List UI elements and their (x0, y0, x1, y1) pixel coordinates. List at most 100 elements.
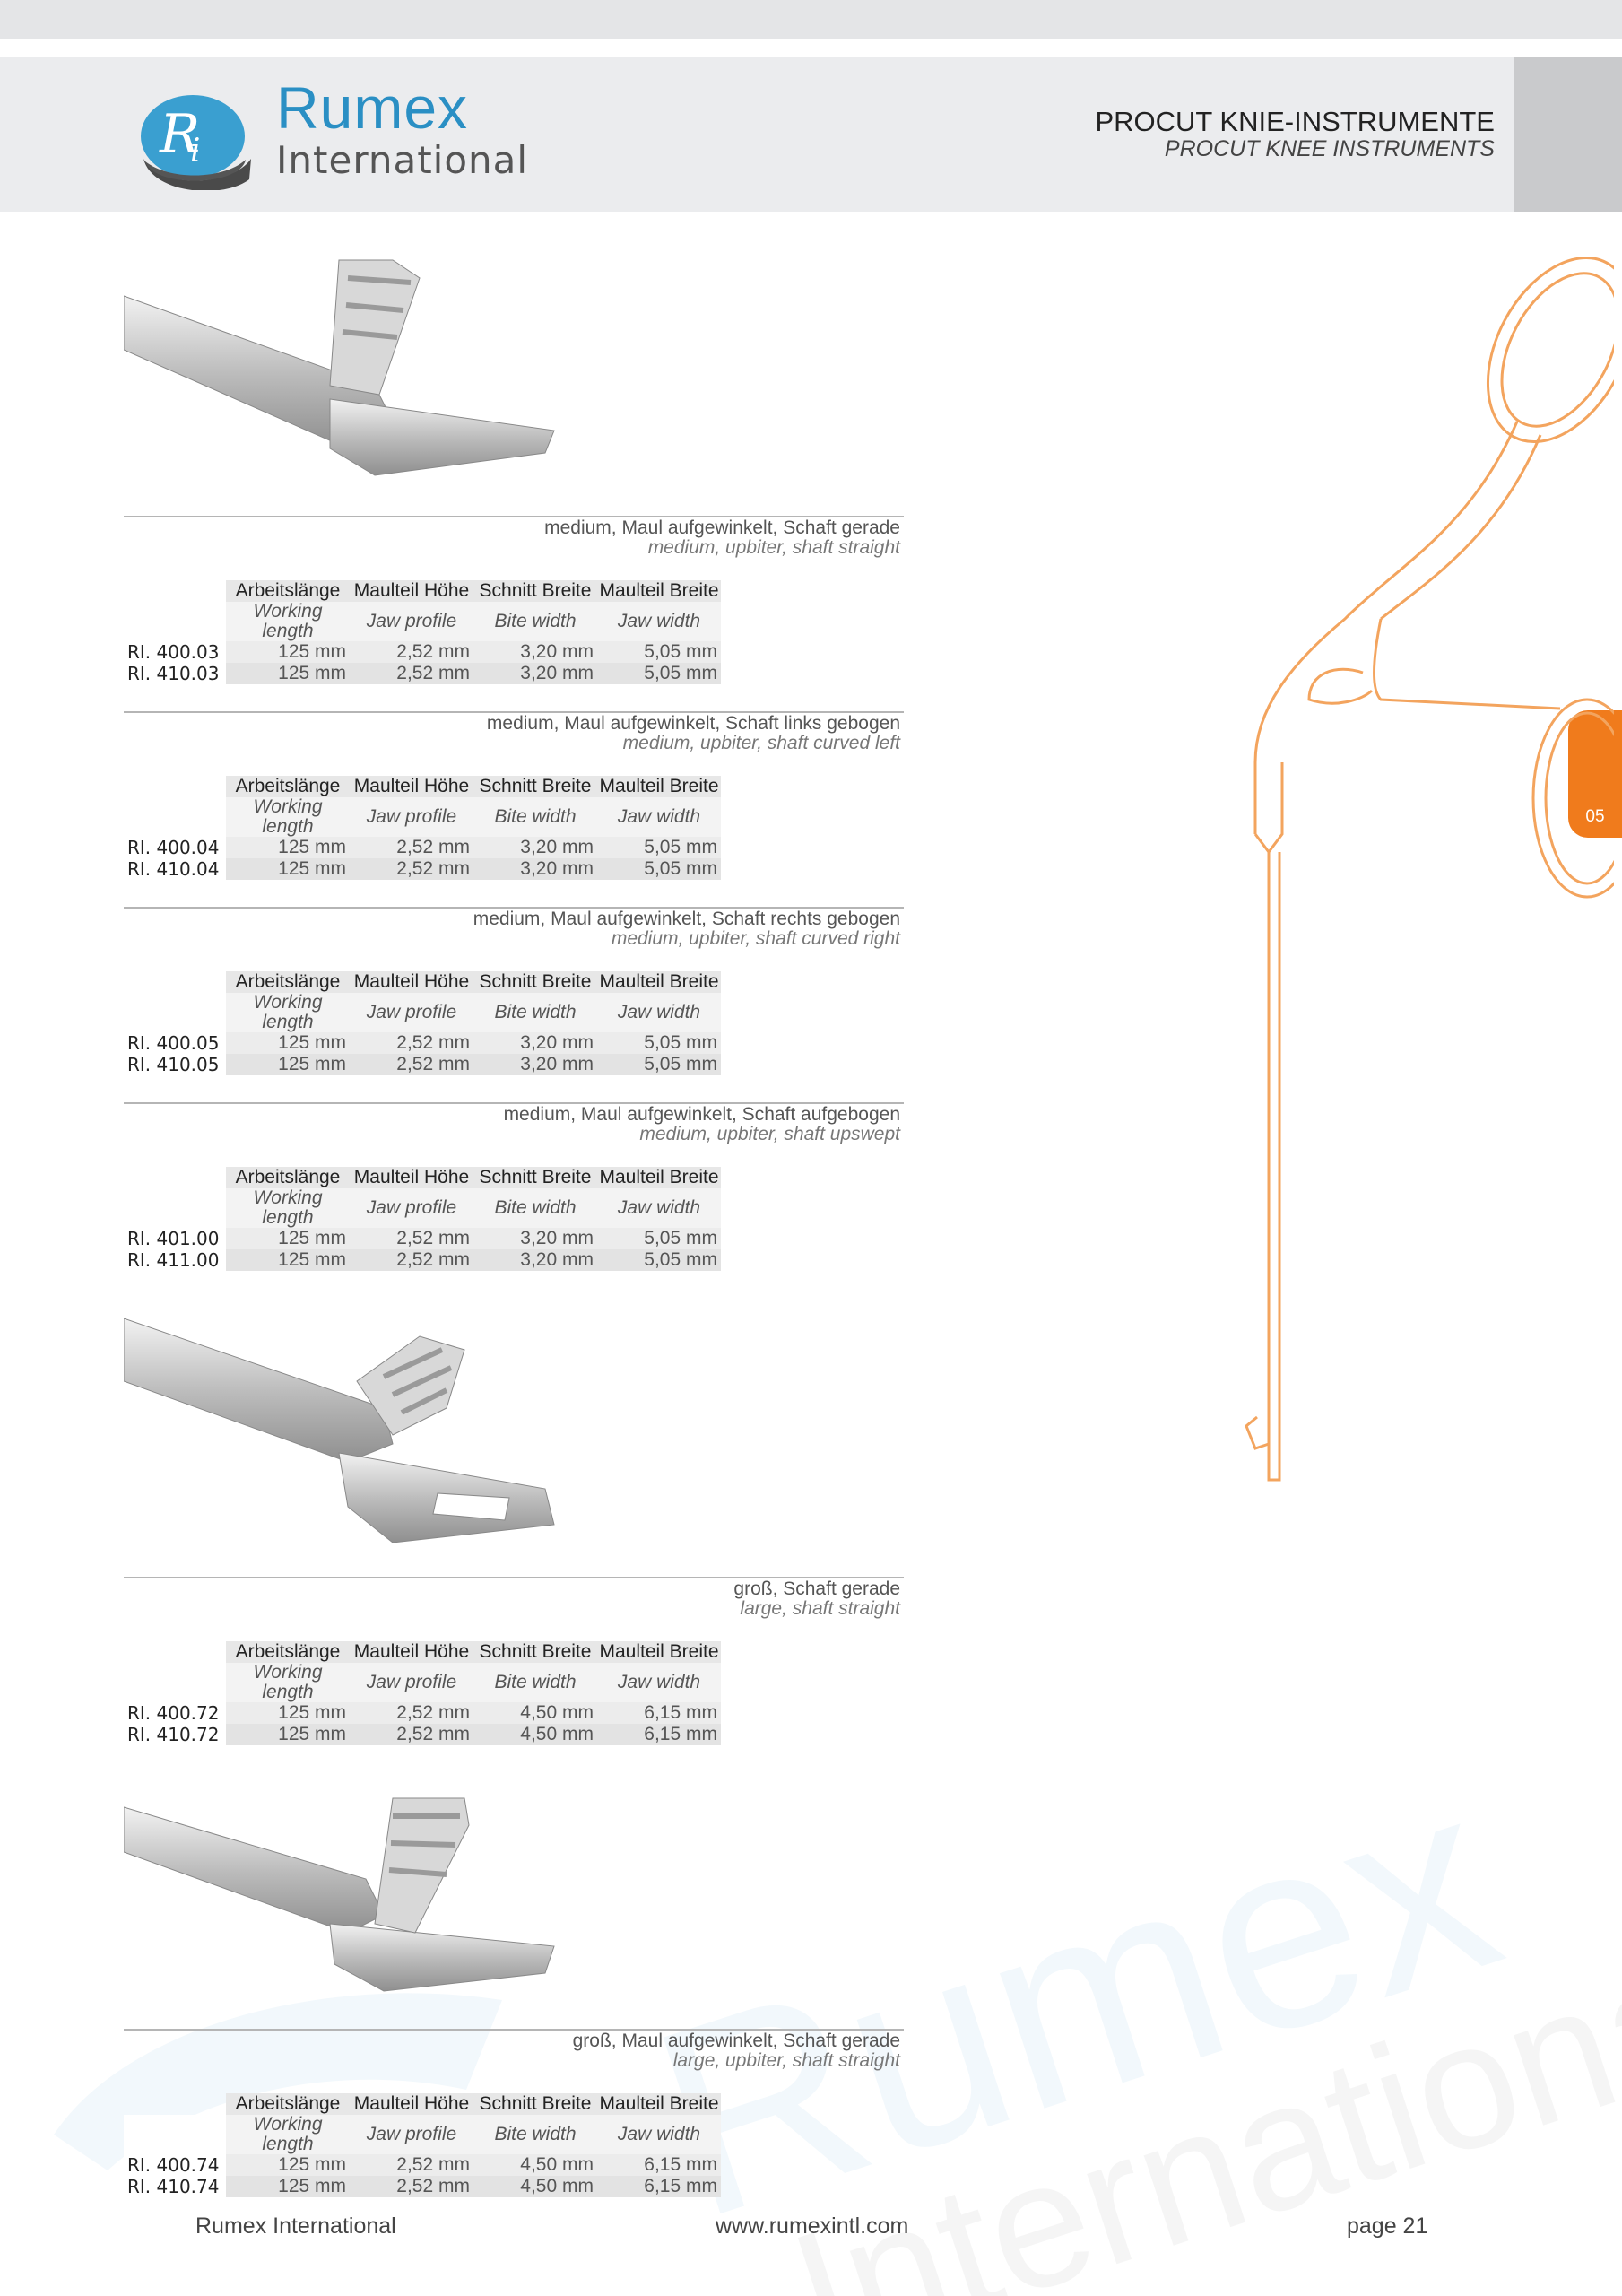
article-code: RI. 411.00 (124, 1249, 226, 1271)
col-header-de: Maulteil Breite (597, 971, 721, 993)
header-tab-block (1514, 57, 1622, 212)
cell: 125 mm (226, 1054, 350, 1075)
cell: 4,50 mm (473, 2154, 597, 2176)
table-row: RI. 400.04 125 mm 2,52 mm 3,20 mm 5,05 m… (124, 837, 721, 858)
col-header-en: Jaw profile (350, 2115, 473, 2154)
col-header-en: Bite width (473, 797, 597, 837)
col-header-en: Working length (226, 602, 350, 641)
col-header-en: Jaw width (597, 1188, 721, 1228)
chapter-tab-label: 05 (1585, 807, 1605, 826)
table-row: RI. 410.04 125 mm 2,52 mm 3,20 mm 5,05 m… (124, 858, 721, 880)
spec-table: Arbeitslänge Maulteil Höhe Schnitt Breit… (124, 580, 721, 684)
page-header (0, 57, 1622, 212)
cell: 125 mm (226, 1724, 350, 1745)
cell: 125 mm (226, 1032, 350, 1054)
brand-name: Rumex (276, 74, 469, 141)
spec-table: Arbeitslänge Maulteil Höhe Schnitt Breit… (124, 1167, 721, 1271)
cell: 5,05 mm (597, 837, 721, 858)
col-header-en: Bite width (473, 602, 597, 641)
cell: 2,52 mm (350, 858, 473, 880)
article-code: RI. 400.05 (124, 1032, 226, 1054)
table-row: RI. 400.03 125 mm 2,52 mm 3,20 mm 5,05 m… (124, 641, 721, 663)
col-header-en: Working length (226, 993, 350, 1032)
svg-text:R: R (159, 103, 200, 166)
col-header-en: Bite width (473, 1188, 597, 1228)
col-header-de: Arbeitslänge (226, 776, 350, 797)
cell: 125 mm (226, 641, 350, 663)
article-code: RI. 410.04 (124, 858, 226, 880)
footer-website-link[interactable]: www.rumexintl.com (716, 2213, 909, 2239)
spec-table: Arbeitslänge Maulteil Höhe Schnitt Breit… (124, 2093, 721, 2197)
cell: 5,05 mm (597, 1249, 721, 1271)
table-row: RI. 400.72 125 mm 2,52 mm 4,50 mm 6,15 m… (124, 1702, 721, 1724)
table-row: RI. 400.05 125 mm 2,52 mm 3,20 mm 5,05 m… (124, 1032, 721, 1054)
col-header-en: Bite width (473, 993, 597, 1032)
section-rule (124, 516, 904, 517)
cell: 3,20 mm (473, 858, 597, 880)
section-rule (124, 1577, 904, 1578)
cell: 2,52 mm (350, 837, 473, 858)
col-header-en: Jaw width (597, 993, 721, 1032)
col-header-en: Jaw profile (350, 602, 473, 641)
col-header-en: Jaw profile (350, 993, 473, 1032)
cell: 125 mm (226, 1249, 350, 1271)
cell: 2,52 mm (350, 1054, 473, 1075)
col-header-de: Schnitt Breite (473, 580, 597, 602)
article-code: RI. 401.00 (124, 1228, 226, 1249)
cell: 4,50 mm (473, 1724, 597, 1745)
col-header-en: Working length (226, 1188, 350, 1228)
col-header-de: Arbeitslänge (226, 580, 350, 602)
col-header-de: Maulteil Höhe (350, 776, 473, 797)
col-header-de: Arbeitslänge (226, 1167, 350, 1188)
section-rule (124, 2029, 904, 2031)
description-en: medium, upbiter, shaft upswept (639, 1124, 900, 1144)
spec-table: Arbeitslänge Maulteil Höhe Schnitt Breit… (124, 776, 721, 880)
col-header-de: Maulteil Höhe (350, 1167, 473, 1188)
cell: 6,15 mm (597, 2176, 721, 2197)
col-header-de: Maulteil Breite (597, 2093, 721, 2115)
section-rule (124, 1102, 904, 1104)
spec-table: Arbeitslänge Maulteil Höhe Schnitt Breit… (124, 1641, 721, 1745)
cell: 125 mm (226, 2176, 350, 2197)
cell: 5,05 mm (597, 858, 721, 880)
description-de: groß, Schaft gerade (733, 1578, 900, 1599)
cell: 2,52 mm (350, 1032, 473, 1054)
top-bar (0, 0, 1622, 39)
table-row: RI. 411.00 125 mm 2,52 mm 3,20 mm 5,05 m… (124, 1249, 721, 1271)
svg-text:Rumex: Rumex (624, 1725, 1528, 2274)
col-header-en: Jaw width (597, 602, 721, 641)
col-header-de: Schnitt Breite (473, 1641, 597, 1663)
cell: 5,05 mm (597, 1054, 721, 1075)
col-header-de: Maulteil Höhe (350, 1641, 473, 1663)
cell: 2,52 mm (350, 2176, 473, 2197)
brand-subtitle: International (276, 138, 529, 182)
article-code: RI. 410.03 (124, 663, 226, 684)
article-code: RI. 410.74 (124, 2176, 226, 2197)
cell: 6,15 mm (597, 1702, 721, 1724)
description-en: medium, upbiter, shaft curved left (622, 733, 900, 753)
cell: 3,20 mm (473, 1032, 597, 1054)
cell: 125 mm (226, 837, 350, 858)
col-header-de: Maulteil Höhe (350, 971, 473, 993)
description-en: medium, upbiter, shaft straight (647, 537, 900, 558)
cell: 5,05 mm (597, 1228, 721, 1249)
description-en: large, shaft straight (740, 1598, 900, 1619)
col-header-de: Schnitt Breite (473, 971, 597, 993)
col-header-de: Maulteil Breite (597, 1641, 721, 1663)
cell: 5,05 mm (597, 663, 721, 684)
section-rule (124, 711, 904, 713)
cell: 2,52 mm (350, 663, 473, 684)
cell: 2,52 mm (350, 641, 473, 663)
col-header-de: Schnitt Breite (473, 776, 597, 797)
description-de: medium, Maul aufgewinkelt, Schaft links … (486, 713, 900, 734)
col-header-en: Bite width (473, 1663, 597, 1702)
cell: 125 mm (226, 1228, 350, 1249)
table-row: RI. 410.03 125 mm 2,52 mm 3,20 mm 5,05 m… (124, 663, 721, 684)
article-code: RI. 400.74 (124, 2154, 226, 2176)
col-header-de: Schnitt Breite (473, 1167, 597, 1188)
col-header-en: Jaw profile (350, 797, 473, 837)
col-header-en: Jaw width (597, 1663, 721, 1702)
article-code: RI. 410.72 (124, 1724, 226, 1745)
article-code: RI. 400.72 (124, 1702, 226, 1724)
cell: 3,20 mm (473, 641, 597, 663)
